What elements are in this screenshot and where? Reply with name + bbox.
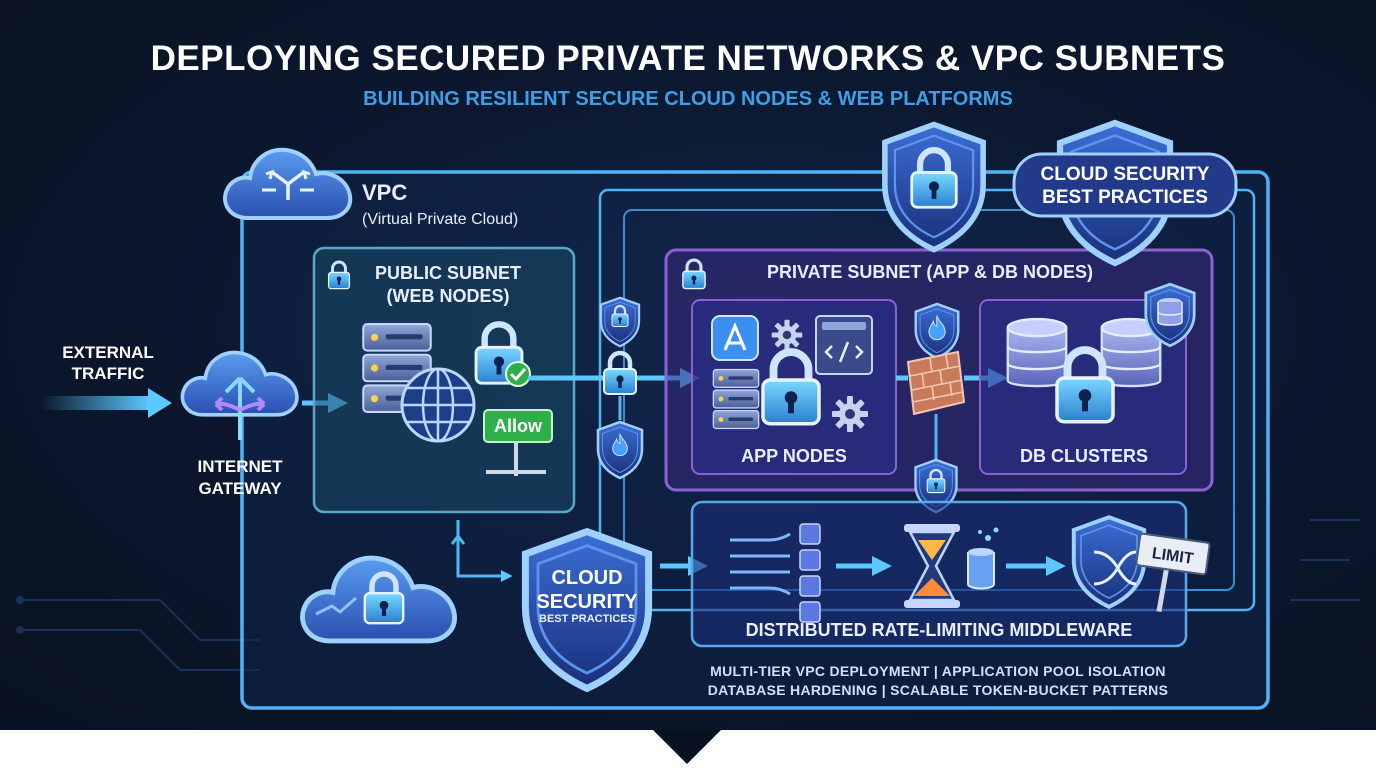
internet-gateway-icon [180, 350, 299, 440]
allow-sign [483, 409, 553, 476]
firewall-brick-icon [906, 350, 966, 416]
top-best-practices-line1: CLOUD SECURITY [1041, 164, 1210, 185]
hourglass-icon [904, 524, 960, 608]
page-title: DEPLOYING SECURED PRIVATE NETWORKS & VPC… [151, 39, 1226, 78]
page-subtitle: BUILDING RESILIENT SECURE CLOUD NODES & … [363, 88, 1013, 110]
request-split-icon [730, 532, 791, 596]
internet-gateway-label-line1: INTERNET [198, 457, 284, 476]
vpc-title: VPC [362, 180, 407, 205]
request-queue-icon [799, 523, 821, 623]
center-shield-line1: CLOUD [551, 567, 622, 589]
network-diagram: DEPLOYING SECURED PRIVATE NETWORKS & VPC… [16, 39, 1360, 710]
footer-line2: DATABASE HARDENING | SCALABLE TOKEN-BUCK… [708, 682, 1168, 698]
circuit-decoration [16, 519, 1360, 671]
internet-gateway-label-line2: GATEWAY [198, 479, 282, 498]
public-to-security-connector [456, 520, 513, 582]
public-subnet-title-line1: PUBLIC SUBNET [375, 263, 521, 283]
app-store-icon [711, 315, 759, 361]
private-subnet-title: PRIVATE SUBNET (APP & DB NODES) [767, 262, 1093, 282]
footer-line1: MULTI-TIER VPC DEPLOYMENT | APPLICATION … [710, 663, 1166, 679]
external-traffic-arrow [40, 388, 172, 418]
center-shield-line2: SECURITY [536, 591, 638, 613]
limit-label: LIMIT [1151, 545, 1195, 568]
diagram-canvas: DEPLOYING SECURED PRIVATE NETWORKS & VPC… [0, 0, 1376, 730]
top-best-practices-line2: BEST PRACTICES [1042, 187, 1208, 208]
token-bucket-icon [967, 527, 999, 590]
bottom-pointer [653, 730, 721, 764]
limit-sign [1135, 532, 1211, 613]
vpc-subtitle: (Virtual Private Cloud) [362, 211, 518, 228]
app-gear-icon-top [771, 319, 803, 351]
app-gear-icon-bottom [832, 396, 868, 432]
top-best-practices-badge [1012, 152, 1238, 218]
public-subnet-title-line2: (WEB NODES) [387, 286, 510, 306]
lower-cloud-lock-icon [302, 558, 454, 641]
vpc-cloud-icon [222, 147, 353, 220]
external-traffic-label-line2: TRAFFIC [72, 364, 145, 383]
db-cylinder-icon-left [1006, 317, 1068, 388]
allow-label: Allow [494, 416, 543, 436]
globe-icon [400, 367, 476, 443]
db-clusters-label: DB CLUSTERS [1020, 446, 1148, 466]
external-traffic-label-line1: EXTERNAL [62, 343, 154, 362]
center-shield-line3: BEST PRACTICES [539, 613, 635, 625]
code-window-icon [815, 315, 873, 375]
app-nodes-label: APP NODES [741, 446, 847, 466]
middleware-title: DISTRIBUTED RATE-LIMITING MIDDLEWARE [746, 620, 1133, 640]
app-server-icon [712, 368, 760, 430]
public-lock-check-icon [476, 324, 531, 387]
